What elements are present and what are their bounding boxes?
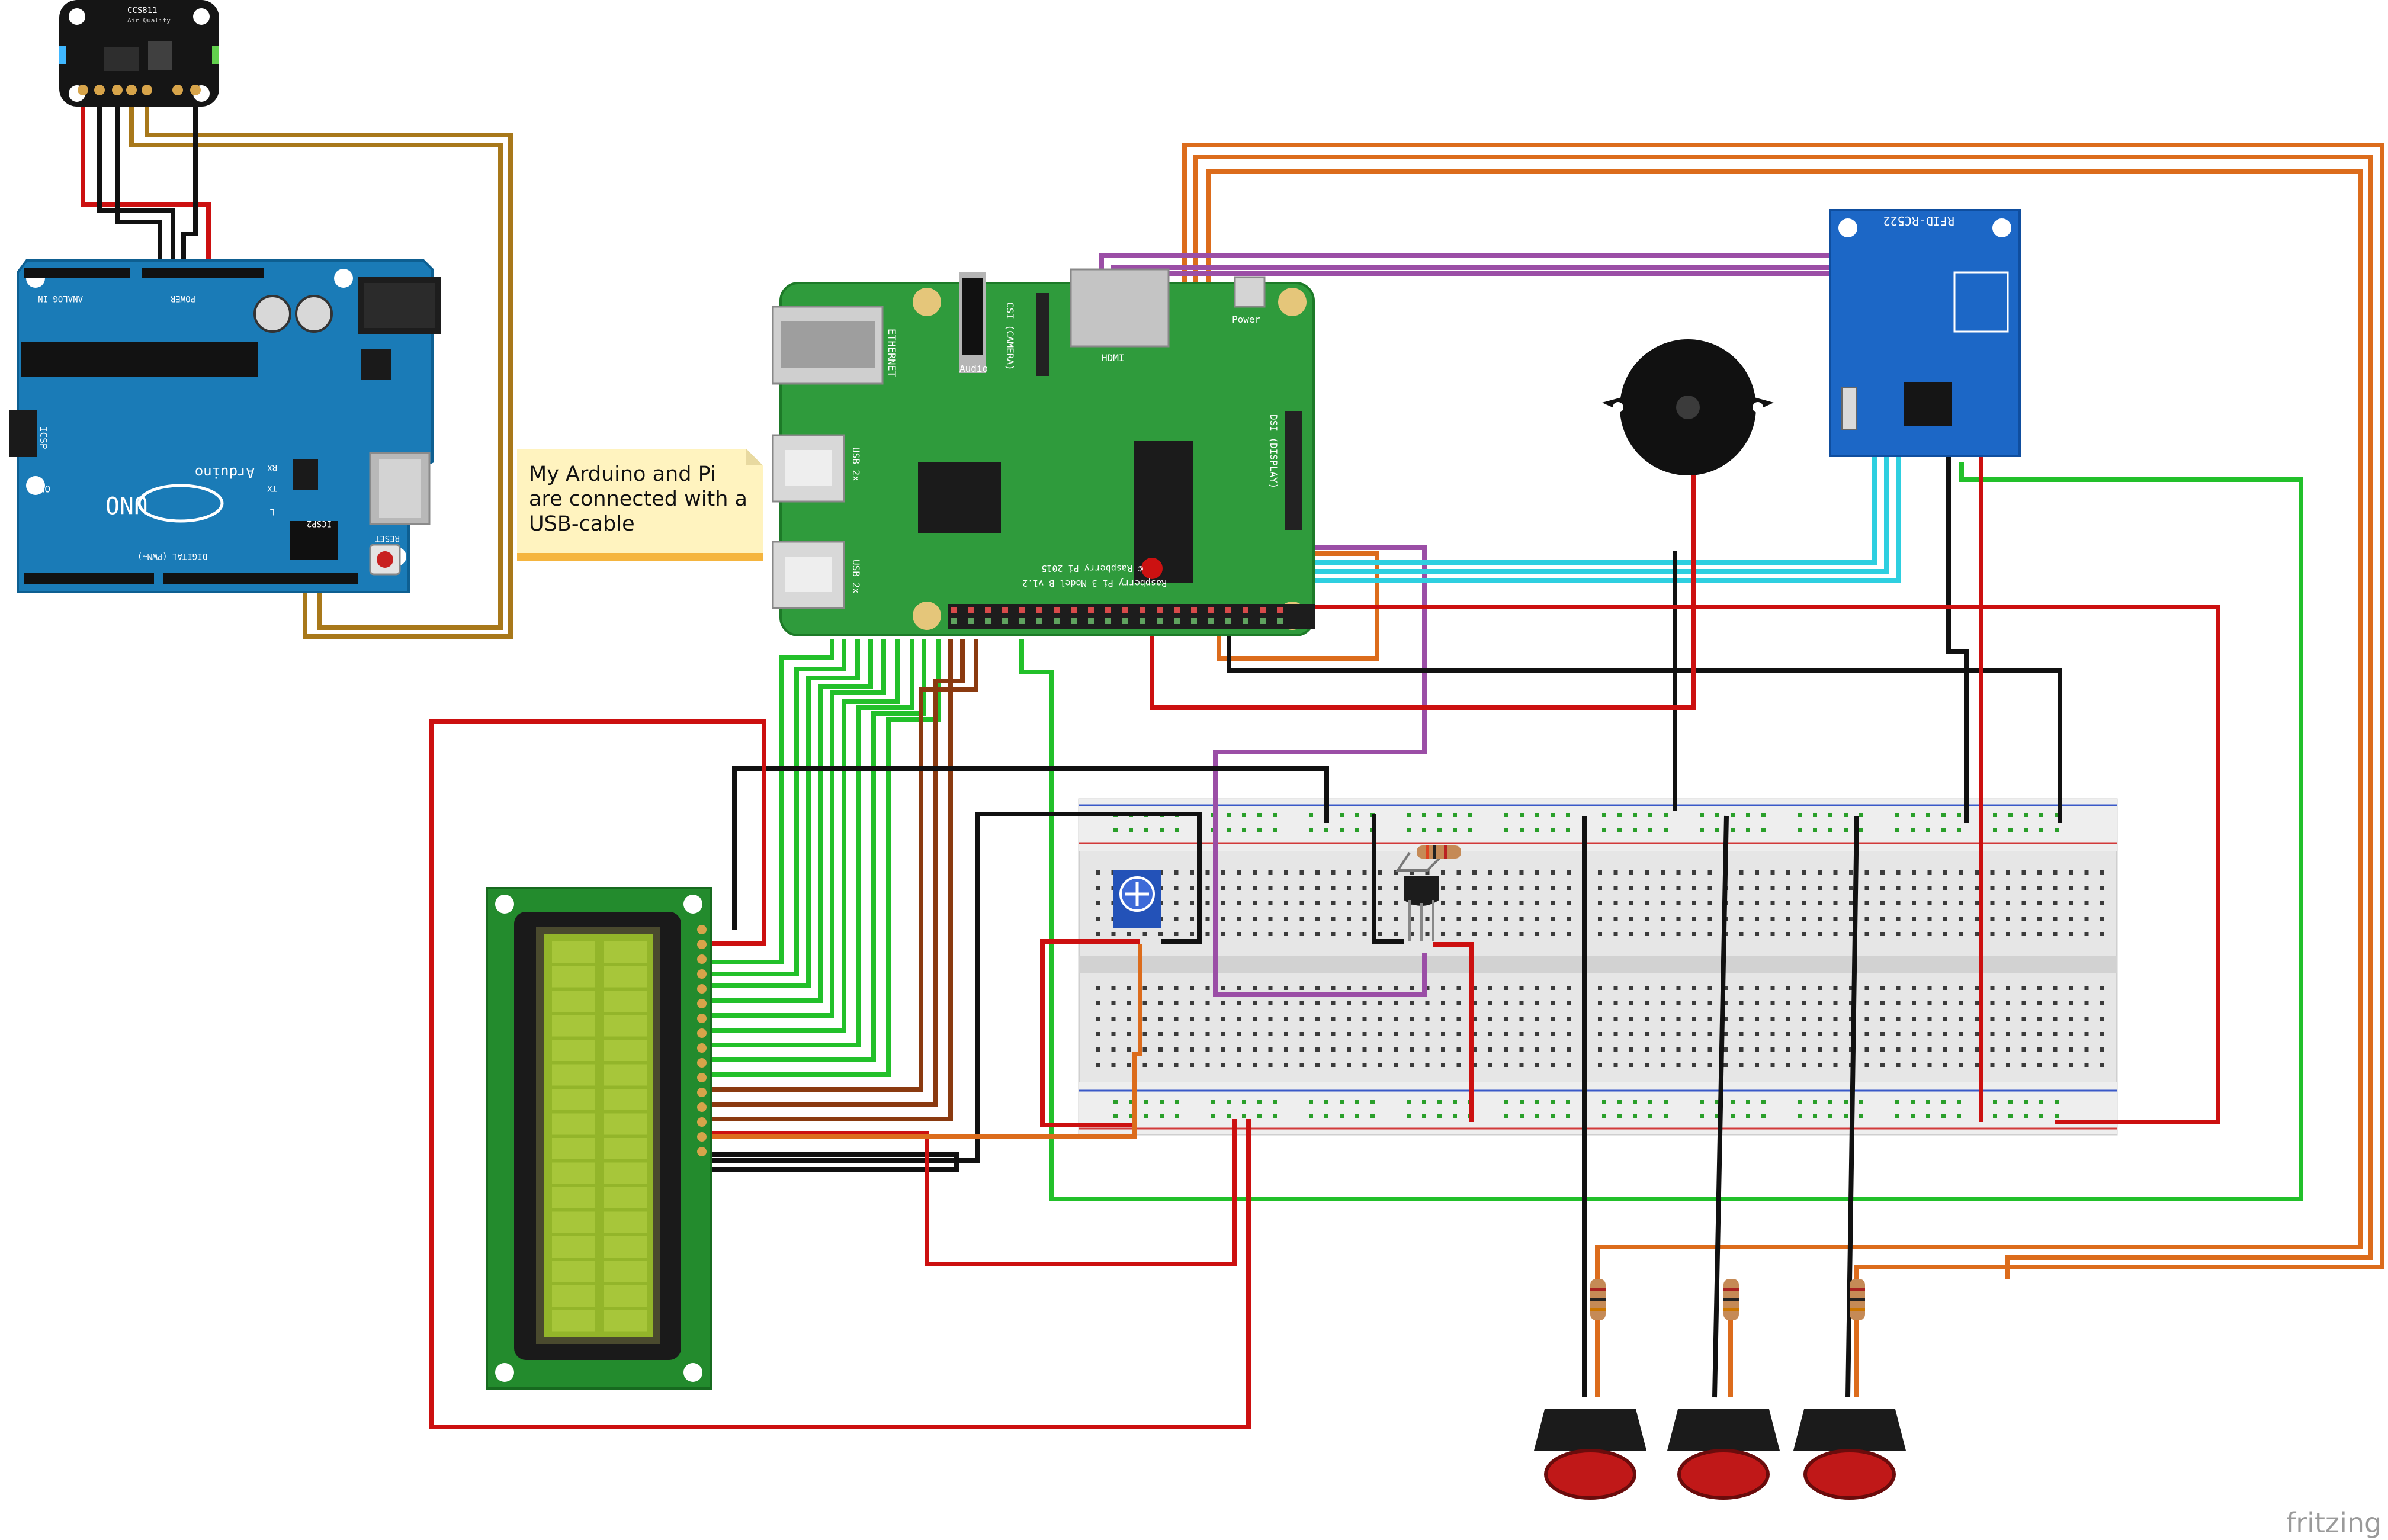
push-button-1 [1534, 1409, 1646, 1500]
pi-hdmi-label: HDMI [1102, 352, 1125, 364]
pi-usb2-label: USB 2x [850, 560, 862, 594]
pi-dsi-label: DSI (DISPLAY) [1268, 414, 1279, 488]
annotation-note: My Arduino and Pi are connected with a U… [517, 449, 763, 561]
temperature-sensor [1395, 845, 1461, 941]
arduino-tx: TX [267, 483, 277, 493]
rfid-label: RFID-RC522 [1883, 214, 1954, 228]
arduino-icsp: ICSP [38, 426, 49, 449]
ccs811-subtitle: Air Quality [127, 17, 171, 24]
pi-model-label: Raspberry Pi 3 Model B v1.2 [1022, 578, 1167, 589]
fritzing-watermark: fritzing [2286, 1507, 2382, 1539]
lcd-character-grid [552, 941, 647, 1332]
arduino-digital: DIGITAL (PWM~) [137, 551, 207, 561]
annotation-text: My Arduino and Pi are connected with a U… [529, 462, 747, 536]
arduino-power: POWER [170, 294, 195, 303]
arduino-brand: Arduino [195, 464, 255, 481]
arduino-model: UNO [105, 491, 148, 518]
lcd-display [486, 887, 712, 1390]
raspberry-pi: ETHERNET Audio CSI (CAMERA) HDMI Power D… [772, 268, 1315, 636]
buzzer [1602, 339, 1774, 475]
push-button-2 [1667, 1409, 1780, 1500]
ccs811-sensor: CCS811 Air Quality [59, 0, 219, 107]
pi-csi-label: CSI (CAMERA) [1004, 302, 1016, 371]
potentiometer [1113, 870, 1161, 928]
pi-audio-label: Audio [959, 363, 988, 374]
pi-ethernet-label: ETHERNET [885, 329, 897, 377]
button-resistors [1590, 1279, 1865, 1320]
arduino-on: ON [39, 483, 50, 494]
arduino-uno: UNO Arduino ANALOG IN POWER DIGITAL (PWM… [9, 259, 441, 593]
arduino-icsp2: ICSP2 [307, 519, 332, 528]
arduino-l: L [270, 507, 275, 516]
note-fold-corner [746, 449, 763, 465]
arduino-analog-in: ANALOG IN [38, 294, 83, 303]
push-button-3 [1793, 1409, 1906, 1500]
pi-copyright-label: © Raspberry Pi 2015 [1041, 563, 1143, 574]
breadboard [1078, 798, 2118, 1136]
arduino-reset-label: RESET [374, 533, 400, 543]
ccs811-label: CCS811 [127, 6, 158, 15]
rfid-rc522: RFID-RC522 [1829, 209, 2021, 457]
arduino-rx: RX [267, 462, 277, 472]
pi-power-label: Power [1232, 314, 1261, 325]
pi-usb1-label: USB 2x [850, 447, 862, 481]
